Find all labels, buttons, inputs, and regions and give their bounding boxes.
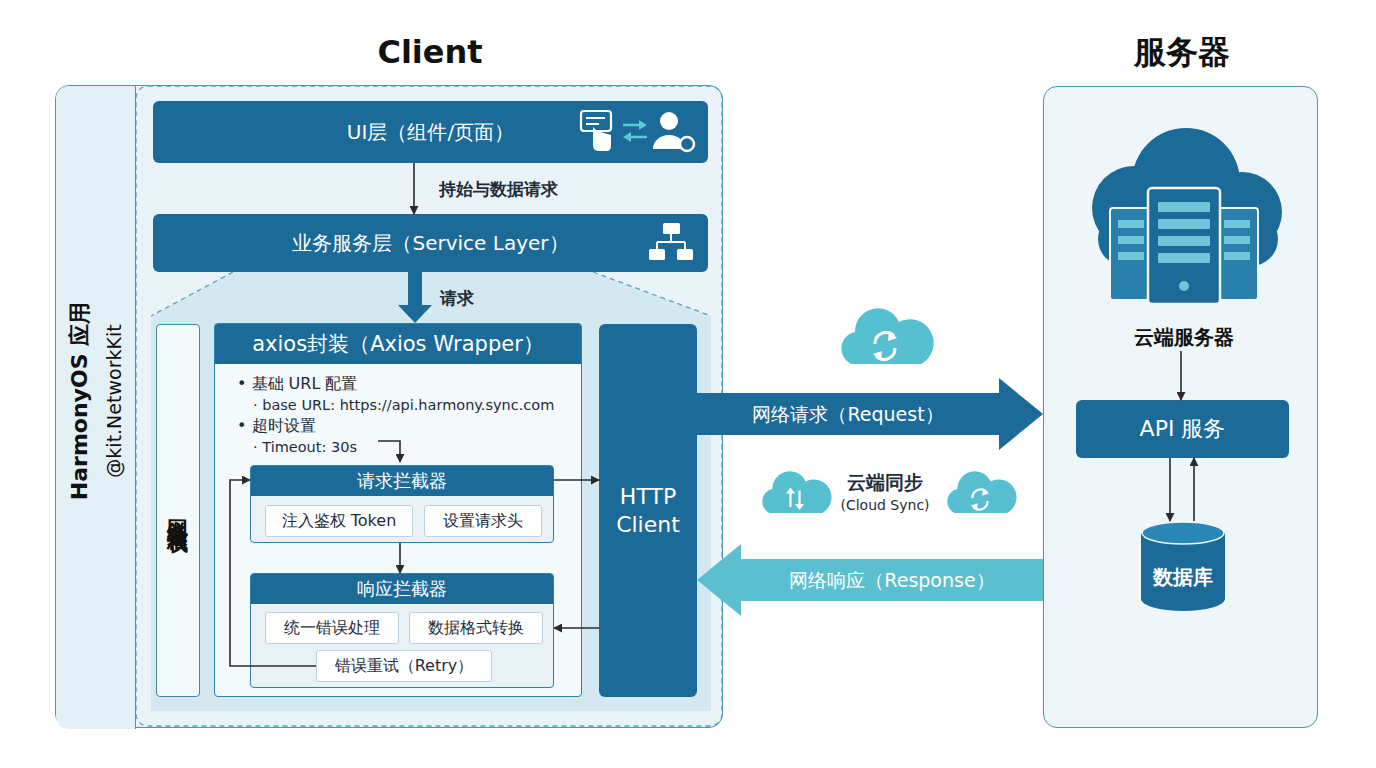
node-text: 设置请求头 (443, 511, 523, 532)
decor-path (151, 272, 233, 316)
note-label: 云端同步 (830, 470, 940, 494)
client-frame: ClientHarmonyOS 应用@kit.NetworkKit UI层（组件… (55, 85, 723, 728)
decor-rect (649, 249, 665, 260)
task-chip: 统一错误处理 (265, 612, 399, 644)
decor-rect (1216, 208, 1258, 300)
http-client: HTTP Client (599, 324, 697, 697)
decor-ellipse (1142, 522, 1224, 544)
sync-cloud-icon (841, 308, 933, 364)
node-text: 请求拦截器 (251, 466, 553, 496)
node-text: 数据格式转换 (428, 618, 524, 639)
node-text: HarmonyOS 应用 (65, 101, 95, 701)
decor-rect (1158, 219, 1210, 229)
network-stack: 网络通信栈 (156, 324, 200, 697)
task-chip: 注入鉴权 Token (265, 505, 413, 537)
node-text: · base URL: https://api.harmony.sync.com (253, 395, 554, 415)
server-frame: 服务器 云端服务器API 服务 数据库 (1043, 86, 1318, 728)
task-chip: 设置请求头 (424, 505, 542, 537)
node-text: · Timeout: 30s (253, 437, 357, 457)
node-text: • 超时设置 (237, 416, 316, 436)
decor-rect (1148, 188, 1220, 304)
decor-rect (1118, 236, 1144, 244)
node-text: 业务服务层（Service Layer） (292, 229, 568, 257)
decor-path (875, 333, 894, 344)
decor-path (657, 234, 685, 249)
edge-label: 网络响应（Response） (741, 567, 1043, 593)
decor-path (888, 331, 897, 341)
database: 数据库 (1141, 521, 1225, 611)
decor-path (798, 491, 800, 508)
decor-path (789, 491, 791, 508)
decor-rect (1224, 220, 1250, 228)
decor-path (586, 118, 605, 124)
decor-rect (1224, 236, 1250, 244)
cloud-server-illustration (1076, 126, 1291, 351)
block-arrow (697, 544, 1043, 616)
decor-path (639, 120, 647, 130)
decor-circle (1179, 281, 1189, 291)
decor-rect (1110, 208, 1152, 300)
node-text: 错误重试（Retry） (335, 656, 474, 677)
node-text: 云端服务器 (1076, 323, 1291, 351)
node-text: 服务器 (1044, 32, 1319, 72)
decor-rect (1158, 253, 1210, 263)
decor-rect (1224, 252, 1250, 260)
block-arrow (697, 378, 1043, 450)
decor-rect (677, 249, 693, 260)
decor-rect (1118, 252, 1144, 260)
node-text: 统一错误处理 (284, 618, 380, 639)
decor-path (873, 351, 882, 361)
decor-path (971, 503, 978, 511)
decor-circle (660, 112, 678, 130)
node-text: Client (136, 32, 724, 72)
decor-rect (136, 86, 722, 726)
decor-path (623, 132, 631, 142)
node-text: HTTP Client (599, 483, 697, 539)
node-text: 数据库 (1153, 564, 1213, 611)
decor-polygon (151, 272, 711, 711)
node-text: 注入鉴权 Token (282, 511, 397, 532)
decor-path (947, 471, 1016, 513)
node-text: @kit.NetworkKit (99, 101, 129, 701)
decor-path (593, 127, 611, 151)
request-interceptor: 请求拦截器注入鉴权 Token 设置请求头 (250, 465, 554, 543)
decor-path (762, 471, 831, 513)
node-text: axios封装（Axios Wrapper） (215, 324, 581, 364)
app-band: HarmonyOS 应用@kit.NetworkKit (56, 86, 136, 729)
decor-rect (663, 223, 680, 234)
updown-cloud-icon (762, 471, 831, 513)
note-label: (Cloud Sync) (820, 496, 950, 514)
task-chip: 数据格式转换 (409, 612, 543, 644)
axios-wrapper: axios封装（Axios Wrapper） • 基础 URL 配置· base … (214, 323, 582, 697)
decor-path (593, 272, 711, 316)
task-chip: 错误重试（Retry） (316, 650, 492, 682)
decor-path (841, 308, 933, 364)
response-interceptor: 响应拦截器统一错误处理 数据格式转换错误重试（Retry） (250, 573, 554, 688)
decor-rect (581, 111, 611, 131)
decor-path (973, 501, 987, 510)
decor-path (795, 504, 804, 510)
decor-path (786, 488, 795, 494)
node-text: 网络通信栈 (164, 503, 192, 518)
decor-circle (680, 137, 694, 151)
decor-rect (1158, 236, 1210, 246)
node-text: UI层（组件/页面） (347, 118, 514, 146)
sync-cloud-icon (947, 471, 1016, 513)
ui-layer: UI层（组件/页面） (153, 101, 708, 163)
node-text: API 服务 (1140, 415, 1226, 443)
decor-path (876, 348, 895, 359)
cloud-server: 云端服务器 (1076, 126, 1291, 351)
decor-rect (1118, 220, 1144, 228)
node-text: • 基础 URL 配置 (237, 374, 357, 394)
decor-path (982, 488, 989, 496)
service-layer: 业务服务层（Service Layer） (153, 214, 708, 272)
api-service: API 服务 (1076, 400, 1289, 458)
decor-rect (1158, 202, 1210, 212)
edge-label: 网络请求（Request） (697, 401, 999, 427)
decor-path (972, 489, 986, 498)
node-text: 响应拦截器 (251, 574, 553, 604)
